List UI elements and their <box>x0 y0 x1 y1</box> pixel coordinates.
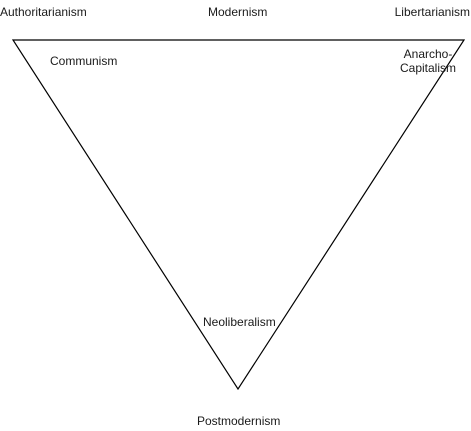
triangle-outline <box>11 39 466 391</box>
inner-label-anarcho-capitalism: Anarcho- Capitalism <box>393 47 463 75</box>
inner-label-communism: Communism <box>50 54 118 68</box>
anarcho-line-1: Anarcho- <box>403 47 453 61</box>
anarcho-line-2: Capitalism <box>399 61 456 75</box>
corner-label-libertarianism: Libertarianism <box>394 5 470 19</box>
corner-label-modernism: Modernism <box>208 5 268 19</box>
corner-label-postmodernism: Postmodernism <box>197 414 281 428</box>
inner-label-neoliberalism: Neoliberalism <box>203 315 276 329</box>
corner-label-authoritarianism: Authoritarianism <box>0 5 87 19</box>
